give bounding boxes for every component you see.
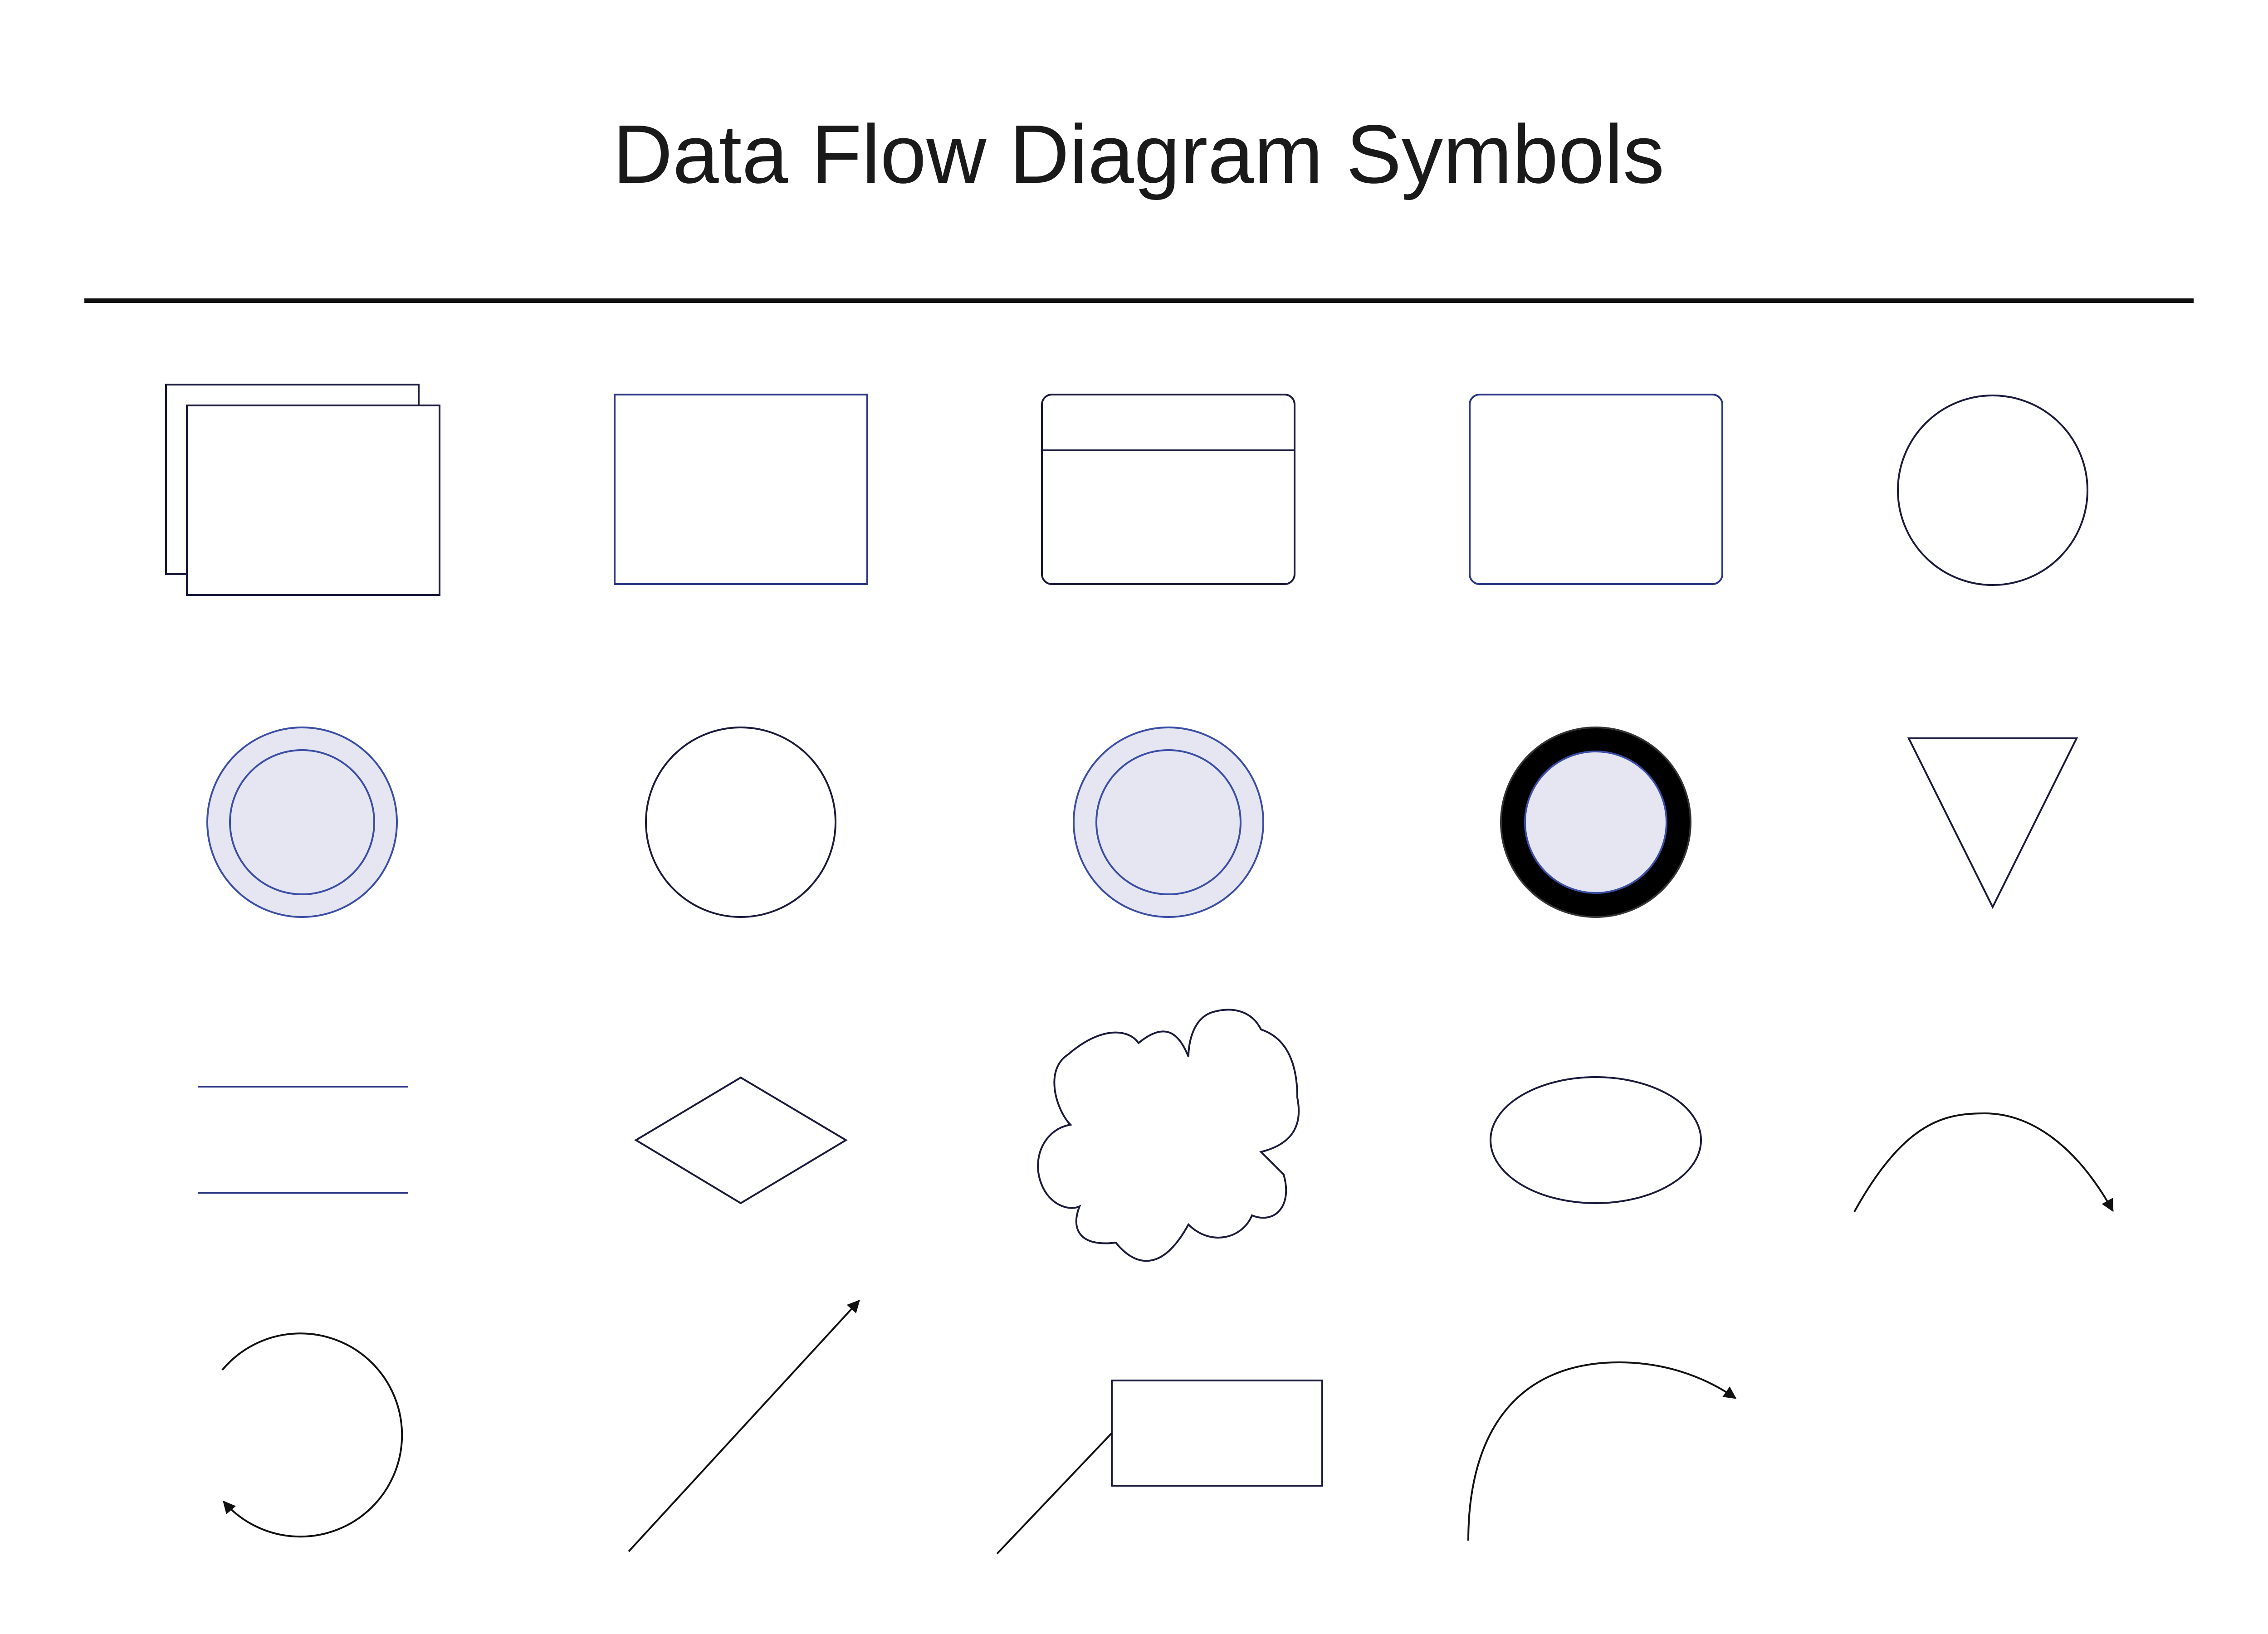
rounded-rectangle-icon[interactable] <box>1469 394 1723 585</box>
parallel-lines-store-icon[interactable] <box>198 1086 408 1194</box>
arc-arrow-icon[interactable] <box>1853 1112 2114 1212</box>
ellipse-icon[interactable] <box>1490 1076 1702 1204</box>
straight-arrow-icon[interactable] <box>628 1299 860 1552</box>
diamond-icon[interactable] <box>634 1076 848 1205</box>
cloud-icon[interactable] <box>1037 1009 1300 1262</box>
double-circle-icon[interactable] <box>1073 727 1264 918</box>
curved-arrow-icon[interactable] <box>1467 1361 1737 1541</box>
circle-outline-icon[interactable] <box>645 727 836 918</box>
inverted-triangle-icon[interactable] <box>1907 737 2078 909</box>
thick-ring-circle-icon[interactable] <box>1500 727 1691 918</box>
title-divider <box>84 298 2194 303</box>
page-title: Data Flow Diagram Symbols <box>612 107 1665 200</box>
annotation-callout-icon[interactable] <box>996 1380 1323 1555</box>
double-circle-filled-icon[interactable] <box>206 727 398 918</box>
data-store-icon[interactable] <box>1041 394 1295 585</box>
circle-icon[interactable] <box>1897 395 2088 586</box>
multiple-documents-icon[interactable] <box>165 384 440 596</box>
loop-arrow-icon[interactable] <box>221 1332 403 1538</box>
rectangle-icon[interactable] <box>614 394 868 585</box>
